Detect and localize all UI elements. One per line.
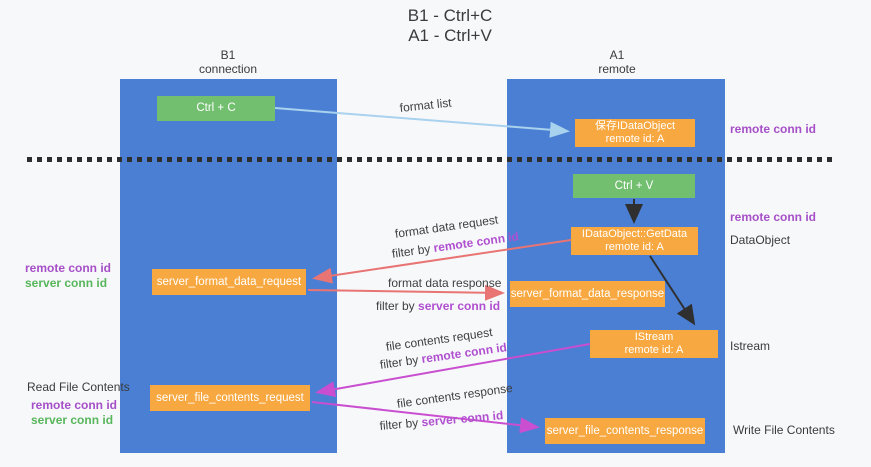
session-divider-dashed-line bbox=[27, 157, 833, 162]
node-server-format-data-response: server_format_data_response bbox=[510, 281, 665, 307]
node-server-format-data-request: server_format_data_request bbox=[152, 269, 306, 295]
title-line-2: A1 - Ctrl+V bbox=[408, 26, 492, 45]
node-istream-line2: remote id: A bbox=[624, 344, 684, 356]
title-line-1: B1 - Ctrl+C bbox=[407, 6, 493, 25]
node-server-file-contents-request: server_file_contents_request bbox=[150, 385, 310, 411]
node-ctrl-v-label: Ctrl + V bbox=[614, 179, 654, 192]
node-idataobject-getdata-line1: IDataObject::GetData bbox=[581, 228, 688, 240]
filter-by-text: filter by bbox=[376, 299, 419, 313]
column-b1-subtitle: connection bbox=[198, 62, 258, 76]
node-ctrl-c-label: Ctrl + C bbox=[196, 102, 236, 114]
filter-key-server-conn-id: server conn id bbox=[418, 299, 501, 313]
right-label-istream: Istream bbox=[730, 339, 771, 353]
diagram-title: B1 - Ctrl+C A1 - Ctrl+V bbox=[408, 6, 493, 46]
node-ctrl-c: Ctrl + C bbox=[157, 96, 275, 121]
right-label-dataobject: DataObject bbox=[730, 233, 791, 247]
arrow-getdata-to-istream bbox=[649, 255, 696, 326]
left-label-remote-conn-id-2: remote conn id bbox=[31, 398, 118, 412]
node-save-idataobject-line1: 保存IDataObject bbox=[594, 120, 676, 132]
node-server-format-data-response-label: server_format_data_response bbox=[510, 287, 665, 300]
arrow-file-contents-response bbox=[311, 401, 540, 434]
node-server-file-contents-response: server_file_contents_response bbox=[545, 418, 705, 444]
node-idataobject-getdata-line2: remote id: A bbox=[605, 241, 664, 253]
node-istream: IStream remote id: A bbox=[590, 330, 718, 358]
right-label-remote-conn-id-1: remote conn id bbox=[730, 122, 817, 136]
left-label-remote-conn-id-1: remote conn id bbox=[25, 261, 112, 275]
left-label-server-conn-id-2: server conn id bbox=[31, 413, 114, 427]
node-save-idataobject-line2: remote id: A bbox=[605, 133, 665, 145]
column-b1-name: B1 bbox=[220, 48, 236, 62]
node-save-idataobject: 保存IDataObject remote id: A bbox=[575, 119, 695, 147]
column-header-a1: A1 remote bbox=[598, 48, 635, 76]
arrow-format-data-request bbox=[312, 239, 572, 284]
node-server-file-contents-response-label: server_file_contents_response bbox=[546, 424, 704, 437]
node-server-file-contents-request-label: server_file_contents_request bbox=[156, 391, 304, 404]
node-istream-line1: IStream bbox=[634, 331, 674, 343]
edge-label-format-data-response: format data response bbox=[388, 276, 502, 290]
arrow-format-list bbox=[274, 107, 570, 138]
column-a1-subtitle: remote bbox=[598, 62, 636, 76]
arrow-file-contents-request bbox=[315, 343, 591, 398]
right-label-remote-conn-id-2: remote conn id bbox=[730, 210, 817, 224]
arrow-format-data-response bbox=[307, 284, 505, 301]
node-ctrl-v: Ctrl + V bbox=[573, 174, 695, 198]
left-label-read-file-contents: Read File Contents bbox=[27, 380, 130, 394]
node-server-format-data-request-label: server_format_data_request bbox=[156, 275, 302, 288]
edge-label-format-data-response-filter: filter by server conn id bbox=[376, 299, 500, 313]
left-label-server-conn-id-1: server conn id bbox=[25, 276, 108, 290]
column-header-b1: B1 connection bbox=[199, 48, 257, 76]
column-a1-name: A1 bbox=[609, 48, 625, 62]
right-label-write-file-contents: Write File Contents bbox=[733, 423, 835, 437]
node-idataobject-getdata: IDataObject::GetData remote id: A bbox=[571, 227, 698, 255]
